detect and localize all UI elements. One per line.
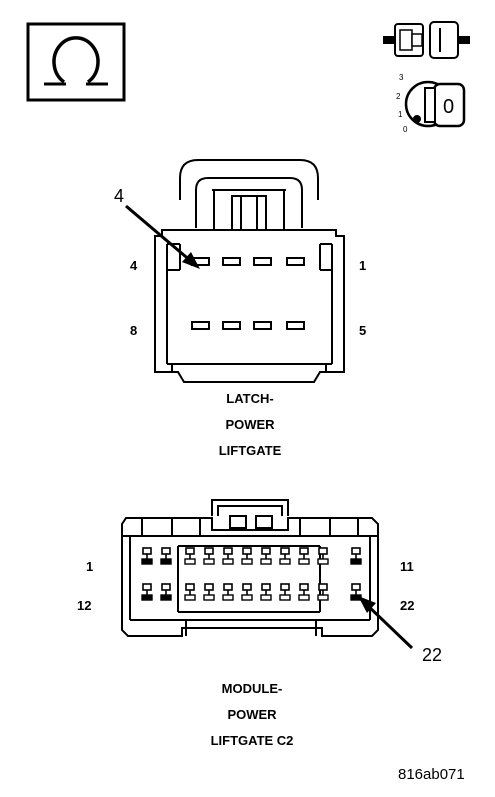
- module-name-line-1: MODULE-: [221, 681, 283, 696]
- terminal: [279, 583, 291, 601]
- terminal: [317, 583, 329, 601]
- terminal: [184, 547, 196, 565]
- cavity: [222, 321, 241, 330]
- terminal: [241, 547, 253, 565]
- figure-id: 816ab071: [398, 766, 465, 783]
- latch-cavities: [191, 257, 305, 330]
- module-name-line-2: POWER: [227, 707, 277, 722]
- cavity: [253, 321, 272, 330]
- ignition-key-off-icon: 3 2 1 0 0: [396, 73, 466, 134]
- cavity: [191, 321, 210, 330]
- terminal: [160, 547, 172, 565]
- terminal: [141, 583, 153, 601]
- terminal: [350, 547, 362, 565]
- terminal: [222, 583, 234, 601]
- connector-disconnect-icon: [383, 21, 470, 59]
- latch-name-line-1: LATCH-: [226, 391, 274, 406]
- cavity: [286, 321, 305, 330]
- terminal: [184, 583, 196, 601]
- latch-connector-name: LATCH- POWER LIFTGATE: [170, 386, 330, 464]
- ignition-pos-0: 0: [403, 125, 408, 134]
- terminal: [222, 547, 234, 565]
- ignition-pos-3: 3: [399, 73, 404, 82]
- latch-callout-label: 4: [114, 186, 125, 206]
- key-position-label: 0: [443, 96, 454, 118]
- terminal: [298, 583, 310, 601]
- latch-name-line-3: LIFTGATE: [218, 443, 282, 458]
- terminal: [298, 547, 310, 565]
- module-pin-label-top-right: 11: [400, 559, 414, 574]
- latch-pin-label-bottom-left: 8: [130, 323, 138, 338]
- module-pin-label-bottom-left: 12: [77, 598, 92, 613]
- terminal: [203, 583, 215, 601]
- latch-name-line-2: POWER: [225, 417, 275, 432]
- module-pin-label-bottom-right: 22: [400, 598, 415, 613]
- module-callout-arrow: [358, 596, 414, 650]
- ignition-pos-1: 1: [398, 110, 403, 119]
- latch-pin-label-bottom-right: 5: [359, 323, 367, 338]
- terminal: [317, 547, 329, 565]
- module-connector-name: MODULE- POWER LIFTGATE C2: [172, 676, 332, 754]
- terminal: [260, 547, 272, 565]
- module-terminals: [141, 547, 362, 601]
- module-name-line-3: LIFTGATE C2: [210, 733, 294, 748]
- terminal: [260, 583, 272, 601]
- cavity: [286, 257, 305, 266]
- latch-connector-body: [154, 159, 345, 383]
- terminal: [141, 547, 153, 565]
- module-callout-label: 22: [422, 645, 443, 665]
- terminal: [350, 583, 362, 601]
- terminal: [241, 583, 253, 601]
- latch-pin-label-top-right: 1: [359, 258, 367, 273]
- terminal: [203, 547, 215, 565]
- terminal: [279, 547, 291, 565]
- cavity: [222, 257, 241, 266]
- ignition-pos-2: 2: [396, 92, 401, 101]
- latch-callout-arrow: [125, 204, 200, 269]
- terminal: [160, 583, 172, 601]
- latch-pin-label-top-left: 4: [130, 258, 138, 273]
- module-pin-label-top-left: 1: [86, 559, 94, 574]
- ohmmeter-icon: [26, 22, 126, 102]
- cavity: [253, 257, 272, 266]
- module-connector-body: [121, 499, 379, 637]
